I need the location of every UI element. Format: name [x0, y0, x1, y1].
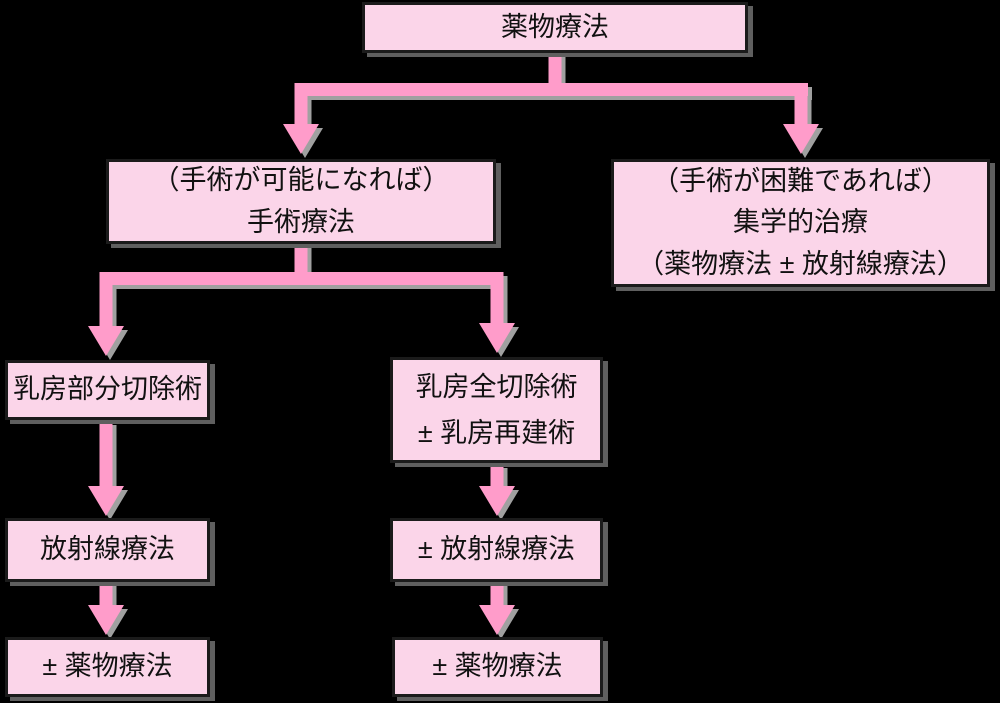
node-drug-therapy-left: ± 薬物療法 — [5, 637, 210, 697]
node-surgery-difficult: （手術が困難であれば） 集学的治療 （薬物療法 ± 放射線療法） — [611, 159, 990, 287]
node-surgery-difficult-label: （手術が困難であれば） 集学的治療 （薬物療法 ± 放射線療法） — [637, 166, 964, 279]
node-drug-therapy-left-label: ± 薬物療法 — [42, 651, 173, 682]
node-surgery-possible-label: （手術が可能になれば） 手術療法 — [152, 165, 450, 237]
node-total-mastectomy: 乳房全切除術 ± 乳房再建術 — [390, 357, 603, 463]
node-surgery-possible: （手術が可能になれば） 手術療法 — [106, 159, 496, 244]
node-radiation-mid-label: ± 放射線療法 — [417, 534, 576, 565]
node-partial-mastectomy: 乳房部分切除術 — [5, 360, 210, 420]
node-radiation-left: 放射線療法 — [5, 518, 210, 582]
node-total-mastectomy-label: 乳房全切除術 ± 乳房再建術 — [415, 371, 578, 448]
arrow-partial-to-radiation — [88, 421, 124, 516]
node-drug-therapy-root-label: 薬物療法 — [501, 11, 609, 42]
node-drug-therapy-mid-label: ± 薬物療法 — [432, 651, 563, 682]
arrow-radiation-to-drug-mid — [479, 581, 515, 635]
arrow-root-branch — [283, 53, 819, 154]
node-radiation-left-label: 放射線療法 — [40, 534, 175, 565]
node-drug-therapy-root: 薬物療法 — [362, 2, 748, 53]
node-radiation-mid: ± 放射線療法 — [390, 518, 603, 582]
arrow-total-to-radiation — [479, 464, 515, 516]
node-partial-mastectomy-label: 乳房部分切除術 — [13, 374, 202, 405]
arrow-radiation-to-drug-left — [88, 581, 124, 635]
arrow-surgery-branch — [88, 244, 515, 356]
node-drug-therapy-mid: ± 薬物療法 — [392, 637, 603, 697]
